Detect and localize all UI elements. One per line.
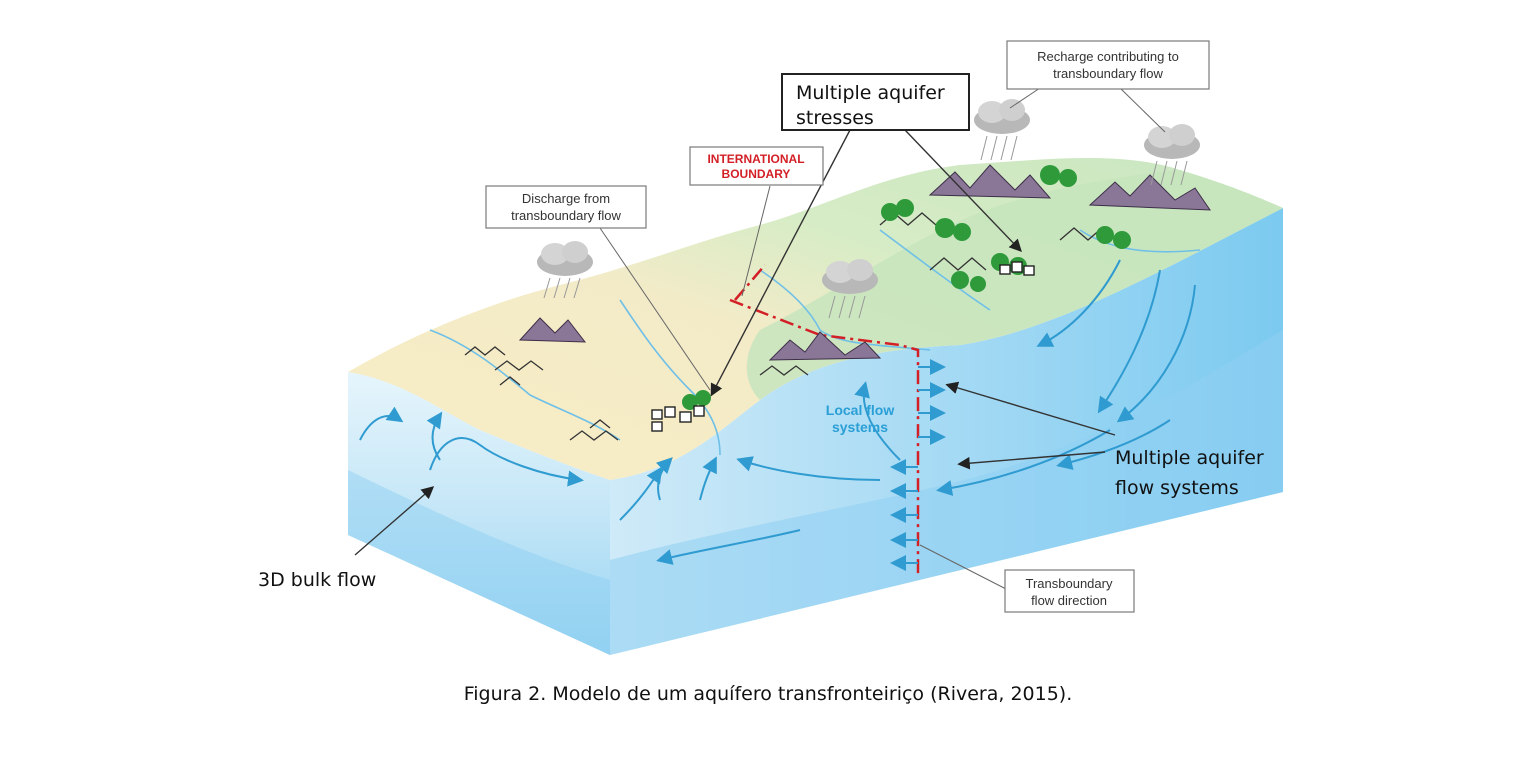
river [619,299,721,456]
flow-arrow [1097,269,1161,414]
leader-line [1009,87,1041,109]
label-discharge-line2: transboundary flow [511,208,621,223]
flow-arrow [619,466,663,521]
label-recharge-line1: Recharge contributing to [1037,49,1179,64]
flow-arrow [1116,284,1196,423]
leader-line [354,486,435,556]
vegetated-zone [746,170,1283,400]
label-international-boundary: INTERNATIONAL BOUNDARY [689,146,824,186]
leader-line [957,451,1106,470]
label-boundary-line1: INTERNATIONAL [707,152,804,166]
river [759,269,931,351]
label-discharge-line1: Discharge from [522,191,610,206]
leader-line [945,381,1116,436]
label-flow-systems-line1: Multiple aquifer [1115,447,1264,469]
label-flow-systems-line2: flow systems [1115,477,1239,499]
flow-arrow [936,429,1111,496]
flow-arrow [699,456,717,501]
flow-arrow [656,529,801,565]
river [879,229,991,311]
label-local-flow: Local flow systems [826,402,895,435]
leader-line [1119,87,1166,133]
label-aquifer-stresses: Multiple aquifer stresses [781,73,970,131]
mountain-icon [518,164,1211,361]
label-bulk-flow: 3D bulk flow [258,569,376,591]
rain-cloud-icon [537,99,1200,319]
leader-line [710,129,851,397]
flow-arrow [429,437,584,487]
flow-arrow [426,411,443,461]
label-transboundary-line2: flow direction [1031,593,1107,608]
town-icon [651,261,1035,432]
label-stresses-line1: Multiple aquifer [796,82,945,104]
leader-line [599,227,711,391]
label-flow-systems: Multiple aquifer flow systems [1115,447,1264,499]
leader-line [919,544,1009,591]
label-transboundary-direction: Transboundary flow direction [1004,569,1135,613]
hill-icon [464,212,1117,441]
label-local-flow-line2: systems [832,419,888,435]
flow-arrow [1036,259,1121,347]
river [429,329,621,441]
label-stresses-line2: stresses [796,107,874,129]
leader-line [741,185,771,297]
river [1079,229,1201,253]
flow-arrow [854,381,901,461]
label-recharge: Recharge contributing to transboundary f… [1006,40,1210,90]
label-discharge: Discharge from transboundary flow [485,185,647,229]
flow-arrow [1056,419,1171,470]
leader-line [904,129,1022,253]
aquifer-layer-band-front [348,470,610,655]
flow-arrow [736,456,881,481]
label-boundary-line2: BOUNDARY [722,167,791,181]
label-local-flow-line1: Local flow [826,402,895,418]
international-boundary-line [729,264,920,578]
transboundary-flow-arrows [890,359,946,571]
figure-caption: Figura 2. Modelo de um aquífero transfro… [463,683,1073,705]
flow-arrow [359,406,404,441]
label-recharge-line2: transboundary flow [1053,66,1163,81]
flow-arrow [655,457,673,501]
label-transboundary-line1: Transboundary [1026,576,1113,591]
